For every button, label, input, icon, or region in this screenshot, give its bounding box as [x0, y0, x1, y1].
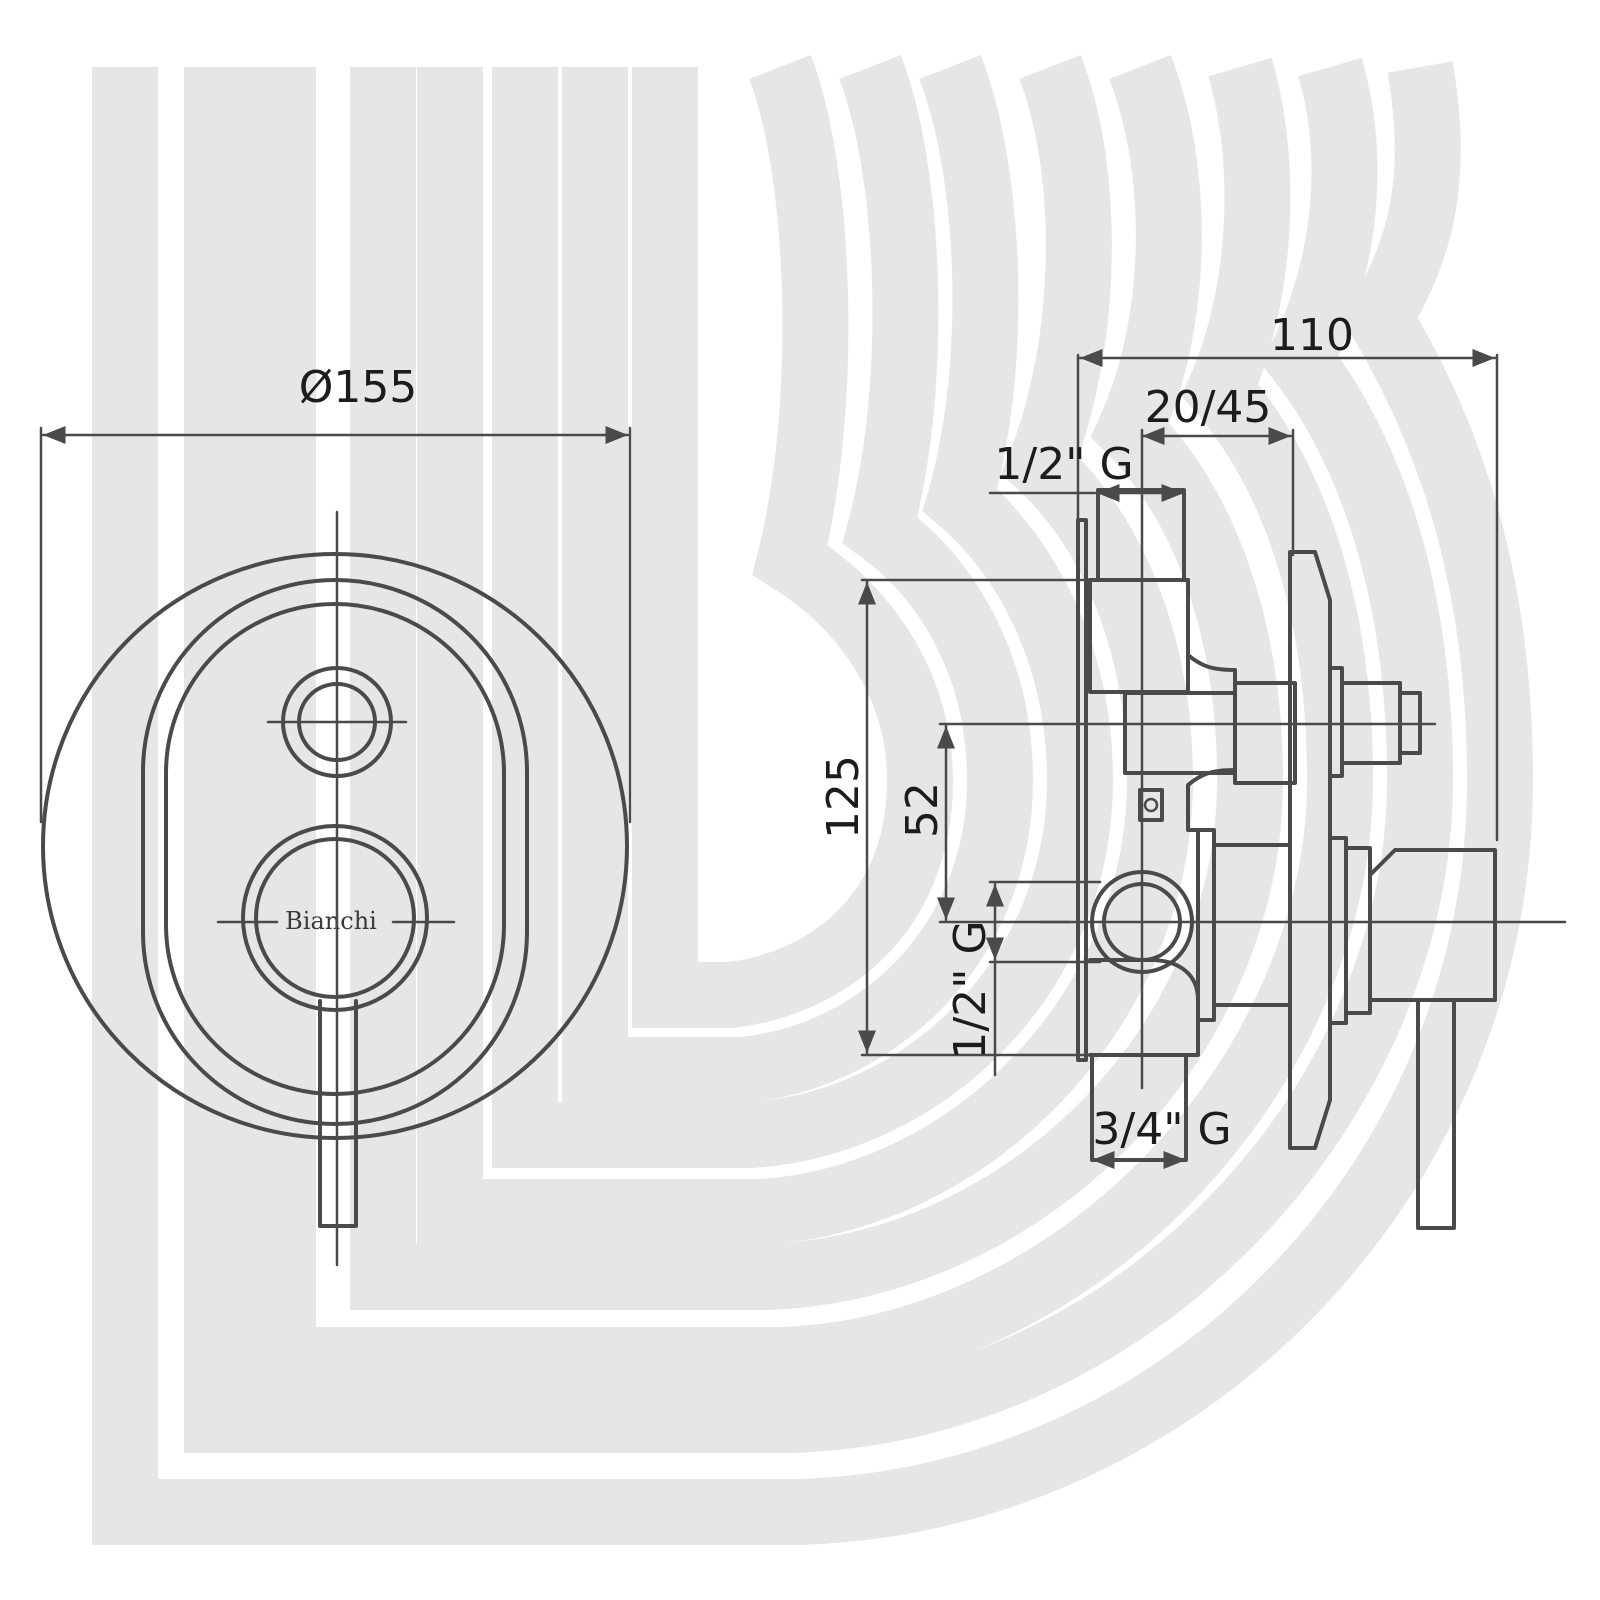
depth-label: 110	[1270, 310, 1354, 361]
diameter-label: Ø155	[299, 362, 418, 413]
front-view: Ø155 Bianchi	[39, 362, 632, 1267]
adjust-label: 20/45	[1145, 382, 1272, 433]
plate-outer-oval	[141, 578, 529, 1126]
mixer-ring	[1344, 846, 1372, 1015]
wall-plate-profile	[1288, 550, 1332, 1150]
plate-inner-oval	[164, 602, 506, 1096]
valve-body-left-wall	[1076, 518, 1088, 1062]
bottom-inlet-nipple	[1090, 1053, 1188, 1162]
diverter-spindle	[1233, 681, 1297, 785]
side-connection-label: 1/2" G	[945, 920, 996, 1059]
mixer-hub-inner	[254, 837, 416, 999]
brand-label: Bianchi	[285, 907, 377, 935]
bottom-connection-label: 3/4" G	[1092, 1104, 1231, 1155]
watermark-logo	[92, 55, 1534, 1545]
offset-label: 52	[897, 782, 948, 838]
height-label: 125	[818, 755, 869, 839]
top-connection-label: 1/2" G	[994, 439, 1133, 490]
body-mark-box	[1138, 788, 1164, 822]
body-mark-dot	[1143, 797, 1159, 813]
mixer-hub-outer	[241, 824, 429, 1012]
mixer-lever-side	[1416, 998, 1456, 1230]
side-view: 110 20/45 1/2" G 125 52 1/2" G 3/4" G	[818, 310, 1567, 1230]
cover-plate-outline	[41, 552, 629, 1140]
